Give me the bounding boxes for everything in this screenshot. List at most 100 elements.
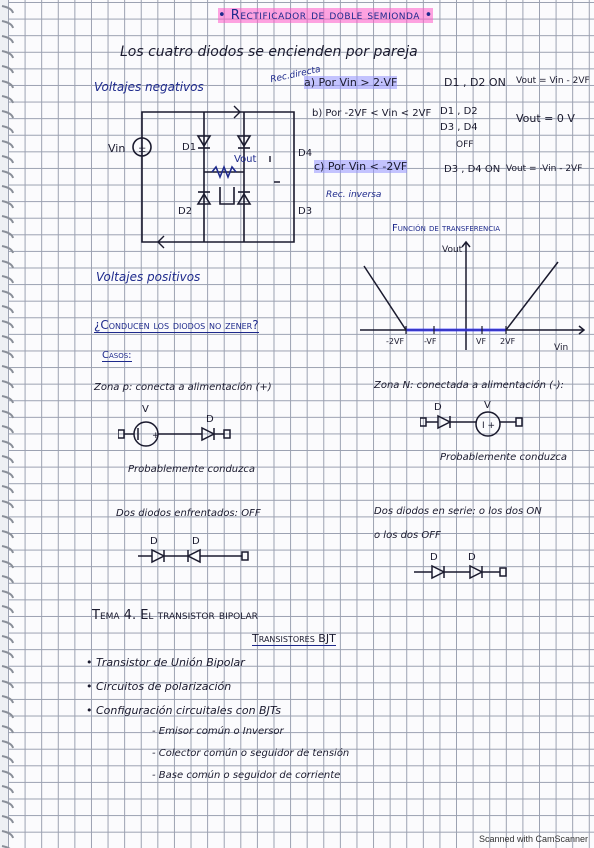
negative-voltages-heading: Voltajes negativos xyxy=(94,80,204,94)
spiral-ring xyxy=(1,815,14,824)
spiral-ring xyxy=(1,755,14,764)
spiral-ring xyxy=(1,425,14,434)
tema-subitem-1: - Emisor común o Inversor xyxy=(152,726,284,737)
casos-heading: Casos: xyxy=(102,350,132,362)
spiral-ring xyxy=(1,170,14,179)
condition-a-state: D1 , D2 ON xyxy=(444,76,506,89)
vin-label: Vin xyxy=(108,142,125,155)
spiral-ring xyxy=(1,125,14,134)
spiral-ring xyxy=(1,680,14,689)
series-diodes-text-b: o los dos OFF xyxy=(374,530,441,541)
transfer-function-plot: Vout Vin -2VF -VF VF 2VF xyxy=(360,240,586,353)
spiral-ring xyxy=(1,470,14,479)
intro-text: Los cuatro diodos se encienden por parej… xyxy=(120,44,418,60)
diode-d4-icon xyxy=(236,135,252,149)
spiral-binding xyxy=(1,5,14,848)
bridge-rectifier-diagram: Vin ± Vout D1 D2 D3 D4 xyxy=(108,105,312,249)
zona-p-diagram: V D + xyxy=(118,404,231,447)
diode-d1-icon xyxy=(196,135,212,149)
condition-a-output: Vout = Vin - 2VF xyxy=(516,76,590,86)
spiral-ring xyxy=(1,845,11,848)
facing-d1-label: D xyxy=(150,536,158,547)
spiral-ring xyxy=(1,350,14,359)
zona-n-d-label: D xyxy=(434,402,442,413)
zona-p-v-label: V xyxy=(142,404,149,415)
d3-label: D3 xyxy=(298,206,312,217)
probably-conducts-left: Probablemente conduzca xyxy=(128,464,256,475)
spiral-ring xyxy=(1,80,14,89)
spiral-ring xyxy=(1,50,14,59)
tema-item-2: • Circuitos de polarización xyxy=(86,680,232,693)
spiral-ring xyxy=(1,290,14,299)
condition-c-text: c) Por Vin < -2VF xyxy=(314,160,408,173)
zona-p-d-label: D xyxy=(206,414,214,425)
series-d1-label: D xyxy=(430,552,438,563)
zona-n-v-label: V xyxy=(484,400,491,411)
condition-c: c) Por Vin < -2VF xyxy=(314,160,408,173)
spiral-ring xyxy=(1,455,14,464)
condition-c-state: D3 , D4 ON xyxy=(444,164,501,175)
condition-b-state-c: OFF xyxy=(456,140,474,150)
facing-diodes-diagram: D D xyxy=(138,536,249,564)
spiral-ring xyxy=(1,365,14,374)
spiral-ring xyxy=(1,590,14,599)
vout-label: Vout xyxy=(234,154,257,165)
zona-p-text: Zona p: conecta a alimentación (+) xyxy=(94,382,272,393)
spiral-ring xyxy=(1,500,14,509)
transfer-title: Función de transferencia xyxy=(392,223,501,234)
zona-p-plus: + xyxy=(152,431,160,441)
spiral-ring xyxy=(1,800,14,809)
diode-d3-icon xyxy=(236,191,252,205)
spiral-ring xyxy=(1,230,14,239)
spiral-ring xyxy=(1,155,14,164)
spiral-ring xyxy=(1,380,14,389)
spiral-ring xyxy=(1,545,14,554)
spiral-ring xyxy=(1,635,14,644)
tick-2vf: 2VF xyxy=(500,337,516,346)
spiral-ring xyxy=(1,830,14,839)
spiral-ring xyxy=(1,485,14,494)
tema-item-1: • Transistor de Unión Bipolar xyxy=(86,656,245,669)
spiral-ring xyxy=(1,785,14,794)
notebook-page: • Rectificador de doble semionda • Los c… xyxy=(8,0,594,848)
spiral-ring xyxy=(1,5,14,14)
page-title-text: • Rectificador de doble semionda • xyxy=(218,8,433,23)
d4-label: D4 xyxy=(298,148,312,159)
spiral-ring xyxy=(1,95,14,104)
tema-subitem-2: - Colector común o seguidor de tensión xyxy=(152,748,350,759)
series-d2-label: D xyxy=(468,552,476,563)
spiral-ring xyxy=(1,515,14,524)
zener-question: ¿Conducen los diodos no zener? xyxy=(94,318,259,333)
spiral-ring xyxy=(1,260,14,269)
spiral-ring xyxy=(1,320,14,329)
spiral-ring xyxy=(1,140,14,149)
spiral-ring xyxy=(1,335,14,344)
tema-item-3: • Configuración circuitales con BJTs xyxy=(86,704,281,717)
condition-b-state-a: D1 , D2 xyxy=(440,106,478,117)
condition-c-output: Vout = -Vin - 2VF xyxy=(506,164,583,174)
y-axis-label: Vout xyxy=(442,245,463,255)
spiral-ring xyxy=(1,395,14,404)
d1-label: D1 xyxy=(182,142,196,153)
spiral-ring xyxy=(1,275,14,284)
spiral-ring xyxy=(1,560,14,569)
tick-neg-vf: -VF xyxy=(424,337,437,346)
spiral-ring xyxy=(1,770,14,779)
series-diodes-diagram: D D xyxy=(414,552,507,580)
spiral-ring xyxy=(1,740,14,749)
facing-diodes-text: Dos diodos enfrentados: OFF xyxy=(116,508,261,519)
condition-b-output: Vout = 0 V xyxy=(516,112,575,125)
tema-subtitle: Transistores BJT xyxy=(252,632,336,646)
series-diodes-text-a: Dos diodos en serie: o los dos ON xyxy=(374,506,542,517)
tema-subitem-3: - Base común o seguidor de corriente xyxy=(152,770,341,781)
scanner-watermark: Scanned with CamScanner xyxy=(478,834,588,844)
spiral-ring xyxy=(1,185,14,194)
spiral-ring xyxy=(1,710,14,719)
spiral-ring xyxy=(1,215,14,224)
condition-a-text: a) Por Vin > 2·VF xyxy=(304,76,398,89)
spiral-ring xyxy=(1,35,14,44)
x-axis-label: Vin xyxy=(554,343,568,353)
spiral-ring xyxy=(1,620,14,629)
source-polarity-label: ± xyxy=(138,144,146,155)
spiral-ring xyxy=(1,650,14,659)
